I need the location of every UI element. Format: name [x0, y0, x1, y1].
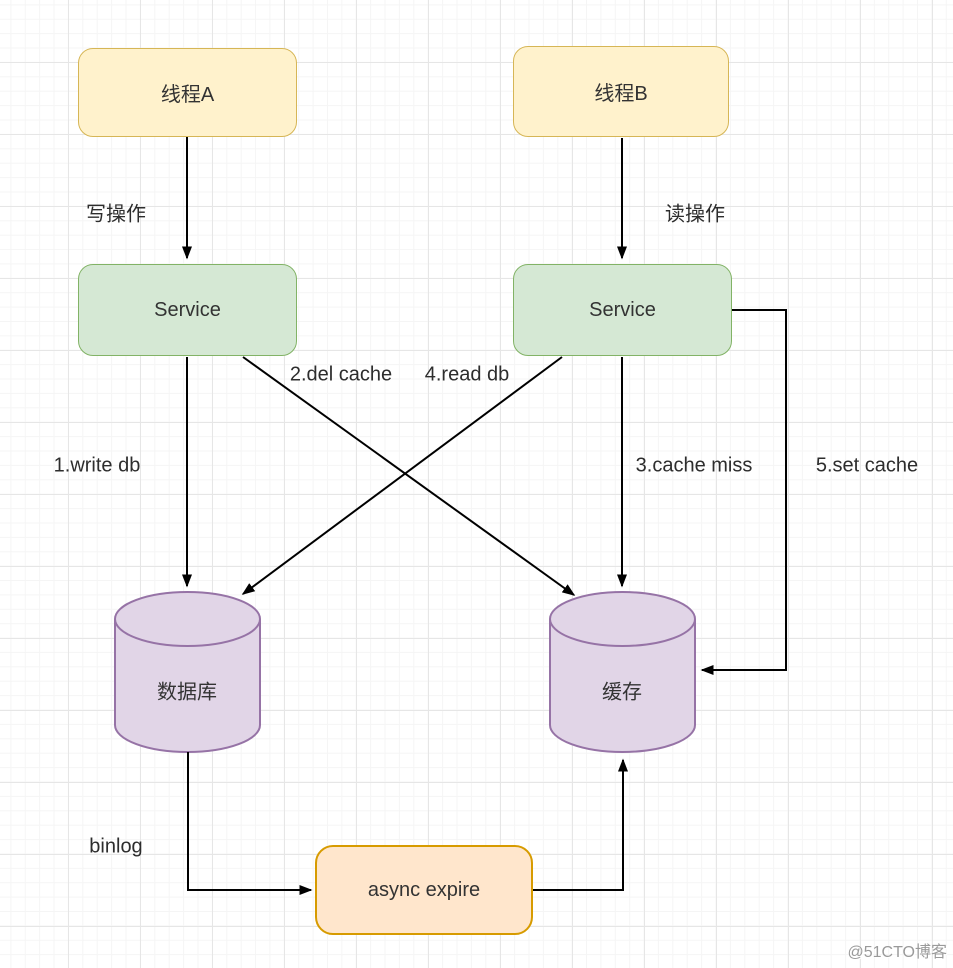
- edge-async-to-cache: [533, 758, 628, 891]
- node-service-right: Service: [513, 264, 732, 356]
- edge-read-db: [241, 356, 563, 595]
- database-label: 数据库: [157, 681, 217, 704]
- edge-binlog: [187, 752, 313, 895]
- edge-label-write-op: 写操作: [86, 203, 146, 226]
- edge-set-cache: [700, 309, 787, 675]
- edge-label-read-op: 读操作: [665, 203, 725, 226]
- cache-label: 缓存: [602, 681, 642, 704]
- node-service-left: Service: [78, 264, 297, 356]
- edge-label-binlog: binlog: [89, 835, 143, 858]
- watermark-51cto: @51CTO博客: [847, 944, 947, 961]
- edge-label-del-cache: 2.del cache: [289, 363, 393, 386]
- cache-cylinder: [549, 591, 696, 753]
- edge-label-write-db: 1.write db: [53, 454, 141, 477]
- node-thread-b: 线程B: [513, 46, 729, 137]
- node-async-expire: async expire: [315, 845, 533, 935]
- database-cylinder: [114, 591, 261, 753]
- node-thread-a: 线程A: [78, 48, 297, 137]
- edge-del-cache: [242, 356, 576, 596]
- edge-label-cache-miss: 3.cache miss: [635, 454, 753, 477]
- edge-label-set-cache: 5.set cache: [815, 454, 919, 477]
- edge-label-read-db: 4.read db: [424, 363, 510, 386]
